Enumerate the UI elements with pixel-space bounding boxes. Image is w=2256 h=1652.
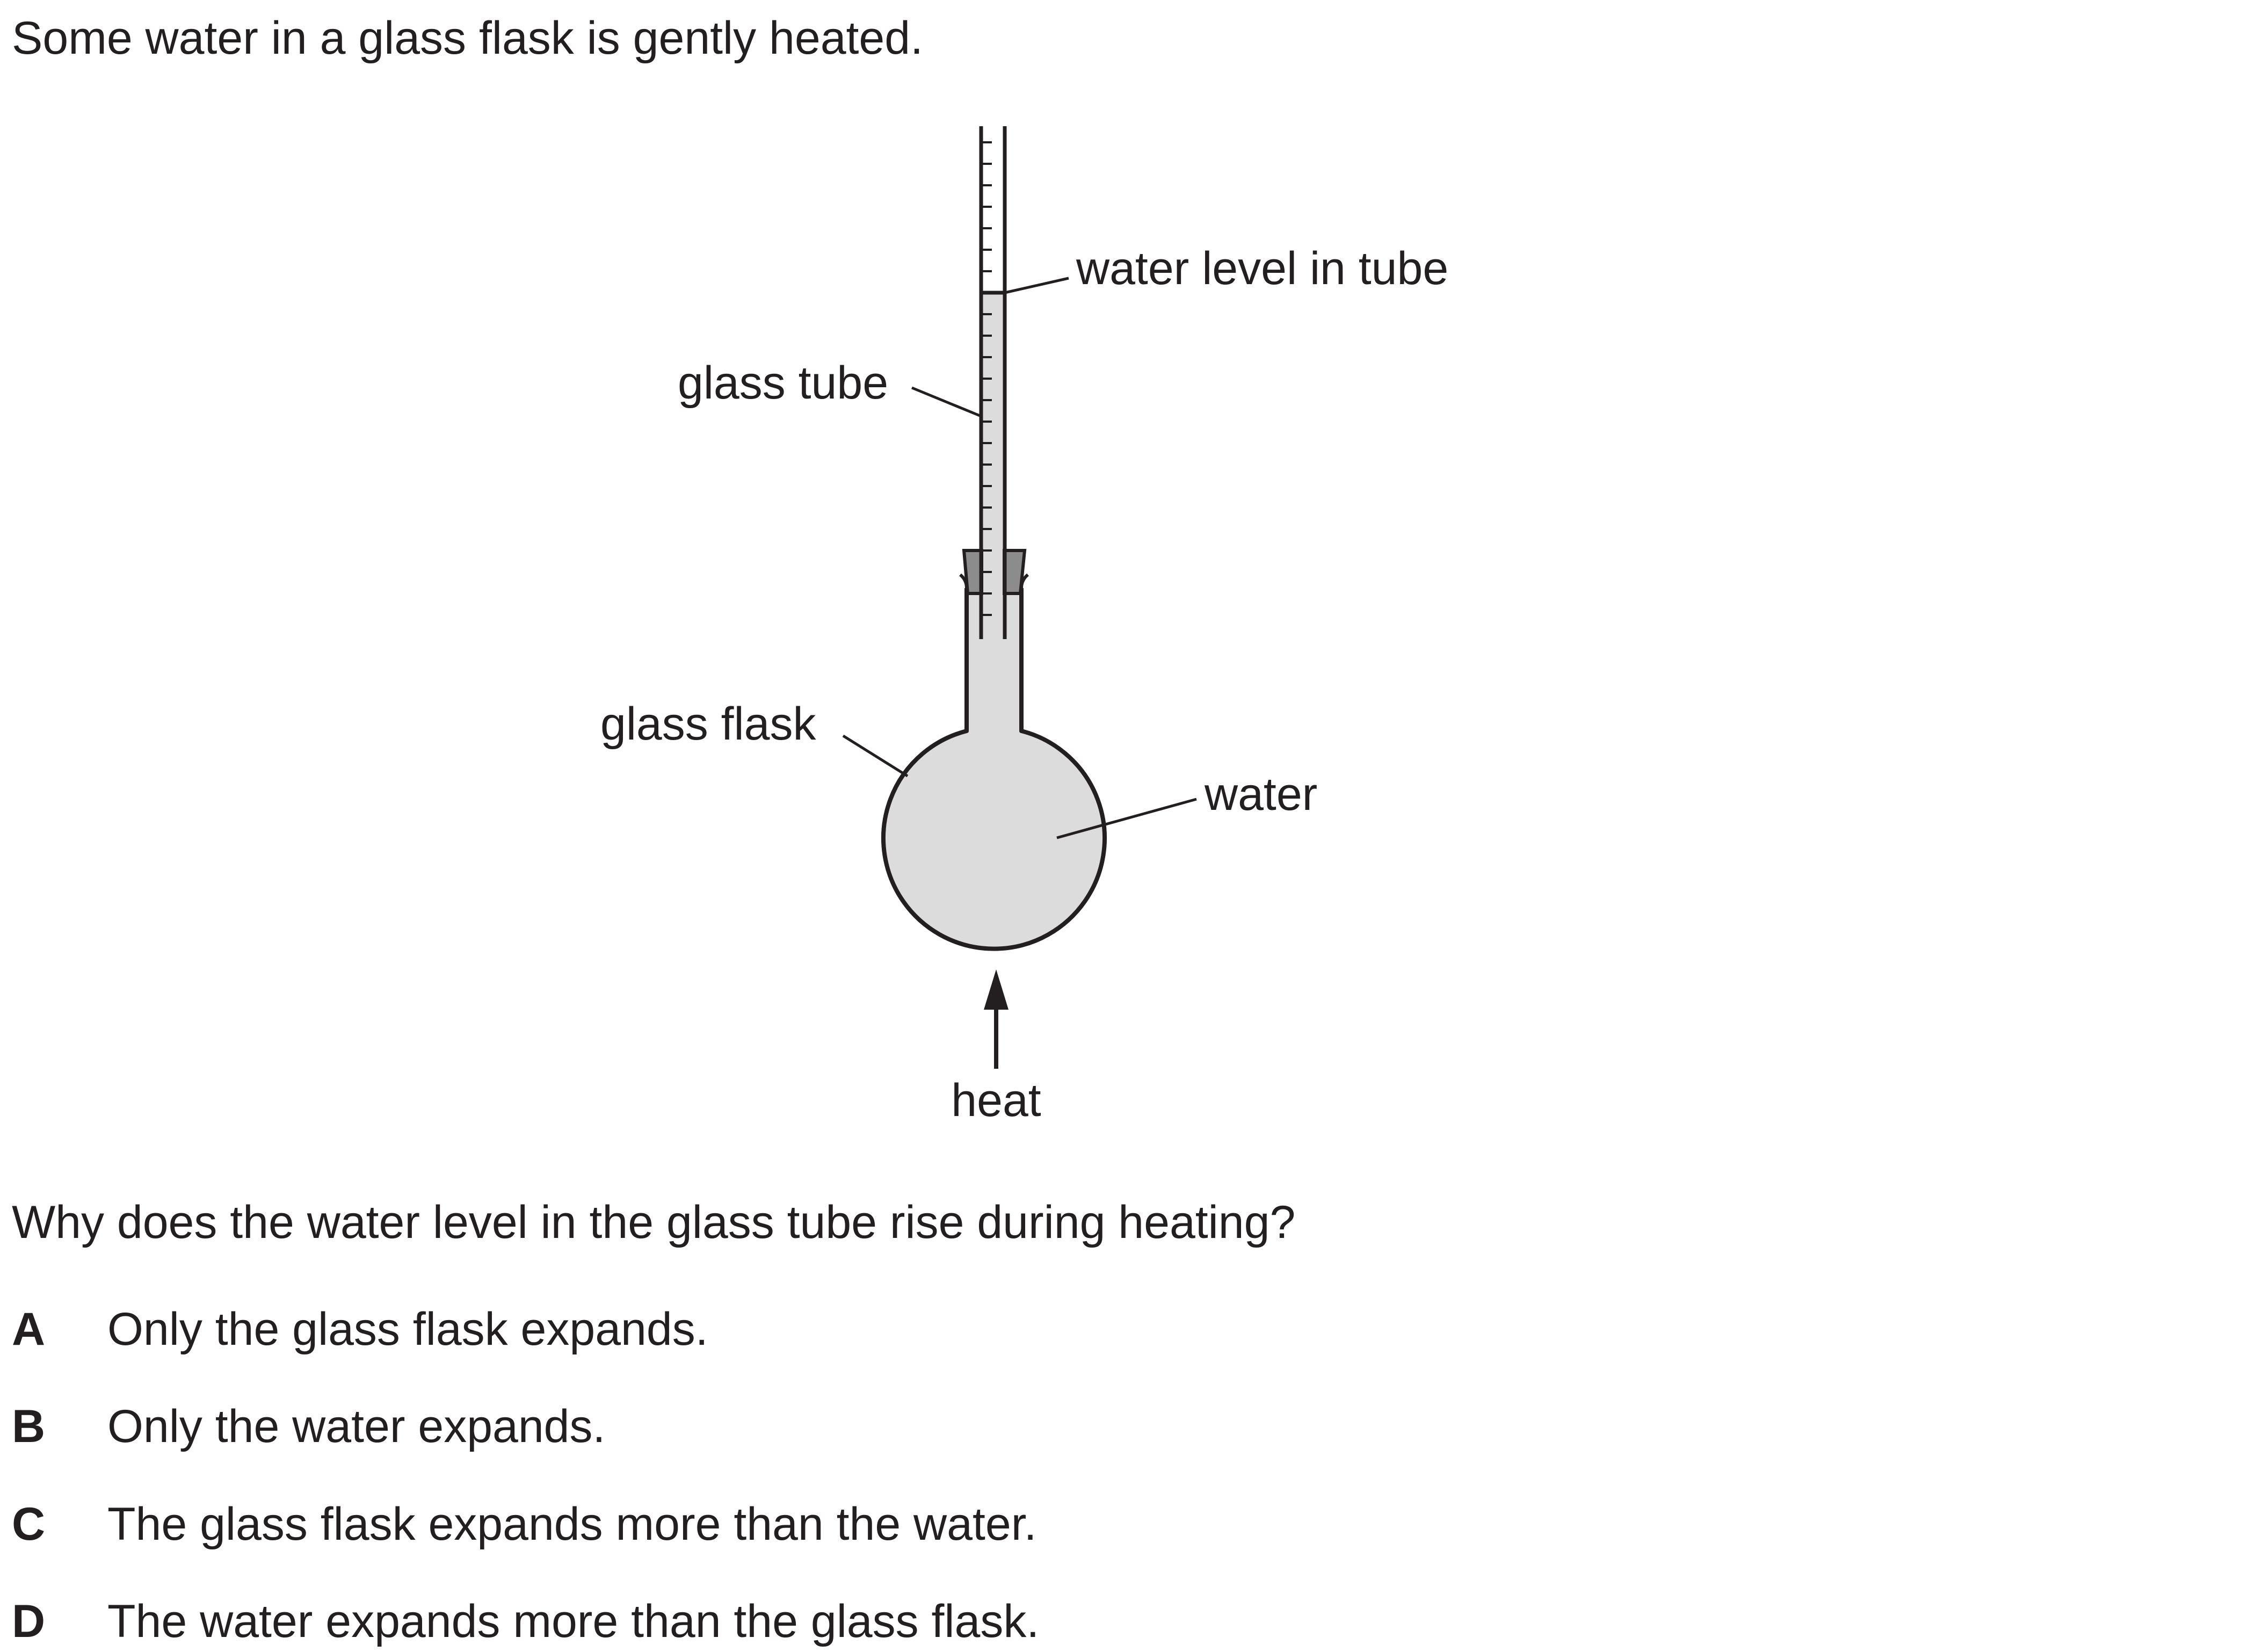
water-leader — [1056, 798, 1197, 839]
option-letter: D — [12, 1596, 46, 1647]
heat-arrow-head — [984, 969, 1009, 1010]
label-heat: heat — [951, 1075, 1041, 1126]
option-letter: B — [12, 1401, 46, 1452]
flask-body — [881, 588, 1107, 951]
label-water: water — [1204, 769, 1317, 820]
flask-lip — [1020, 573, 1029, 589]
glass-tube-leader — [911, 386, 982, 418]
label-glass-flask: glass flask — [600, 698, 816, 750]
tube-scale — [981, 141, 992, 616]
option-letter: A — [12, 1303, 46, 1355]
flask-lip — [959, 573, 968, 589]
option-text: The glass flask expands more than the wa… — [107, 1498, 1037, 1550]
label-glass-tube: glass tube — [678, 357, 888, 409]
option-text: Only the glass flask expands. — [107, 1303, 708, 1355]
option-text: The water expands more than the glass fl… — [107, 1596, 1040, 1647]
intro-text: Some water in a glass flask is gently he… — [12, 12, 923, 64]
option-text: Only the water expands. — [107, 1401, 606, 1452]
tube-water — [981, 293, 1005, 634]
label-water-level: water level in tube — [1076, 243, 1448, 294]
glass-flask-leader — [842, 734, 909, 778]
water-level-leader — [1004, 277, 1069, 294]
option-letter: C — [12, 1498, 46, 1550]
question-text: Why does the water level in the glass tu… — [12, 1197, 1296, 1248]
